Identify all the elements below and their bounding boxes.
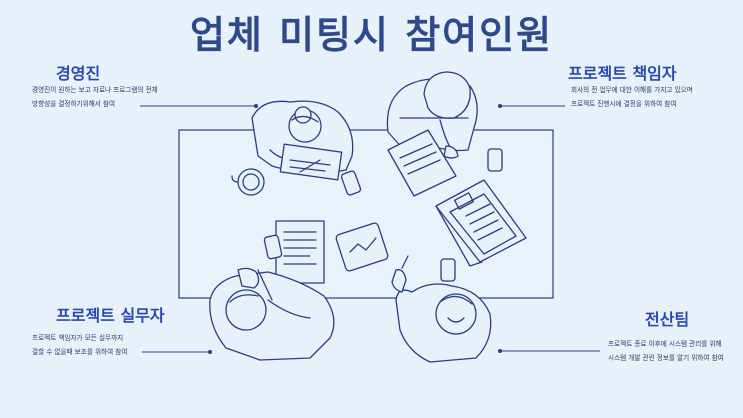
it-title: 전산팀 bbox=[645, 310, 690, 329]
coffee-cup-icon bbox=[231, 168, 265, 196]
phone-icon-4 bbox=[440, 258, 456, 282]
connector-executive bbox=[140, 104, 258, 108]
it-desc-line-1: 프로젝트 종료 이후에 시스템 관리를 위해 bbox=[608, 340, 722, 348]
pm-desc: 회사의 전 업무에 대한 이해를 가지고 있으며 프로젝트 진행시에 결정을 위… bbox=[571, 83, 693, 111]
practitioner-title: 프로젝트 실무자 bbox=[56, 306, 165, 325]
executive-title: 경영진 bbox=[56, 64, 101, 83]
connector-pm bbox=[498, 104, 565, 108]
person-executive bbox=[251, 100, 354, 181]
connector-practitioner bbox=[142, 350, 212, 354]
pm-title: 프로젝트 책임자 bbox=[568, 64, 677, 83]
phone-icon-2 bbox=[487, 148, 503, 172]
it-desc: 프로젝트 종료 이후에 시스템 관리를 위해 시스템 개발 관련 정보를 알기 … bbox=[608, 337, 724, 365]
tablet-icon bbox=[335, 222, 389, 272]
laptop-icon bbox=[435, 179, 527, 267]
phone-icon bbox=[340, 170, 362, 196]
pm-desc-line-1: 회사의 전 업무에 대한 이해를 가지고 있으며 bbox=[571, 86, 693, 94]
practitioner-desc-line-2: 결할 수 없을때 보조를 위하여 참여 bbox=[32, 348, 128, 356]
document-icon bbox=[275, 220, 325, 284]
practitioner-desc-line-1: 프로젝트 책임자가 모든 실무까지 bbox=[32, 334, 124, 342]
phone-icon-3 bbox=[263, 234, 283, 260]
pm-desc-line-2: 프로젝트 진행시에 결정을 위하여 참여 bbox=[571, 100, 677, 108]
it-desc-line-2: 시스템 개발 관련 정보를 알기 위하여 참여 bbox=[608, 354, 724, 362]
page-title: 업체 미팅시 참여인원 bbox=[189, 13, 554, 57]
person-practitioner bbox=[209, 267, 335, 361]
person-it bbox=[391, 255, 492, 363]
executive-desc-line-2: 방향성을 결정하기위해서 참여 bbox=[32, 100, 116, 108]
connector-it bbox=[498, 349, 600, 353]
person-pm bbox=[386, 71, 478, 197]
executive-desc-line-1: 경영진이 원하는 보고 자료나 프로그램의 전체 bbox=[32, 86, 158, 94]
practitioner-desc: 프로젝트 책임자가 모든 실무까지 결할 수 없을때 보조를 위하여 참여 bbox=[32, 331, 127, 359]
executive-desc: 경영진이 원하는 보고 자료나 프로그램의 전체 방향성을 결정하기위해서 참여 bbox=[32, 83, 158, 111]
